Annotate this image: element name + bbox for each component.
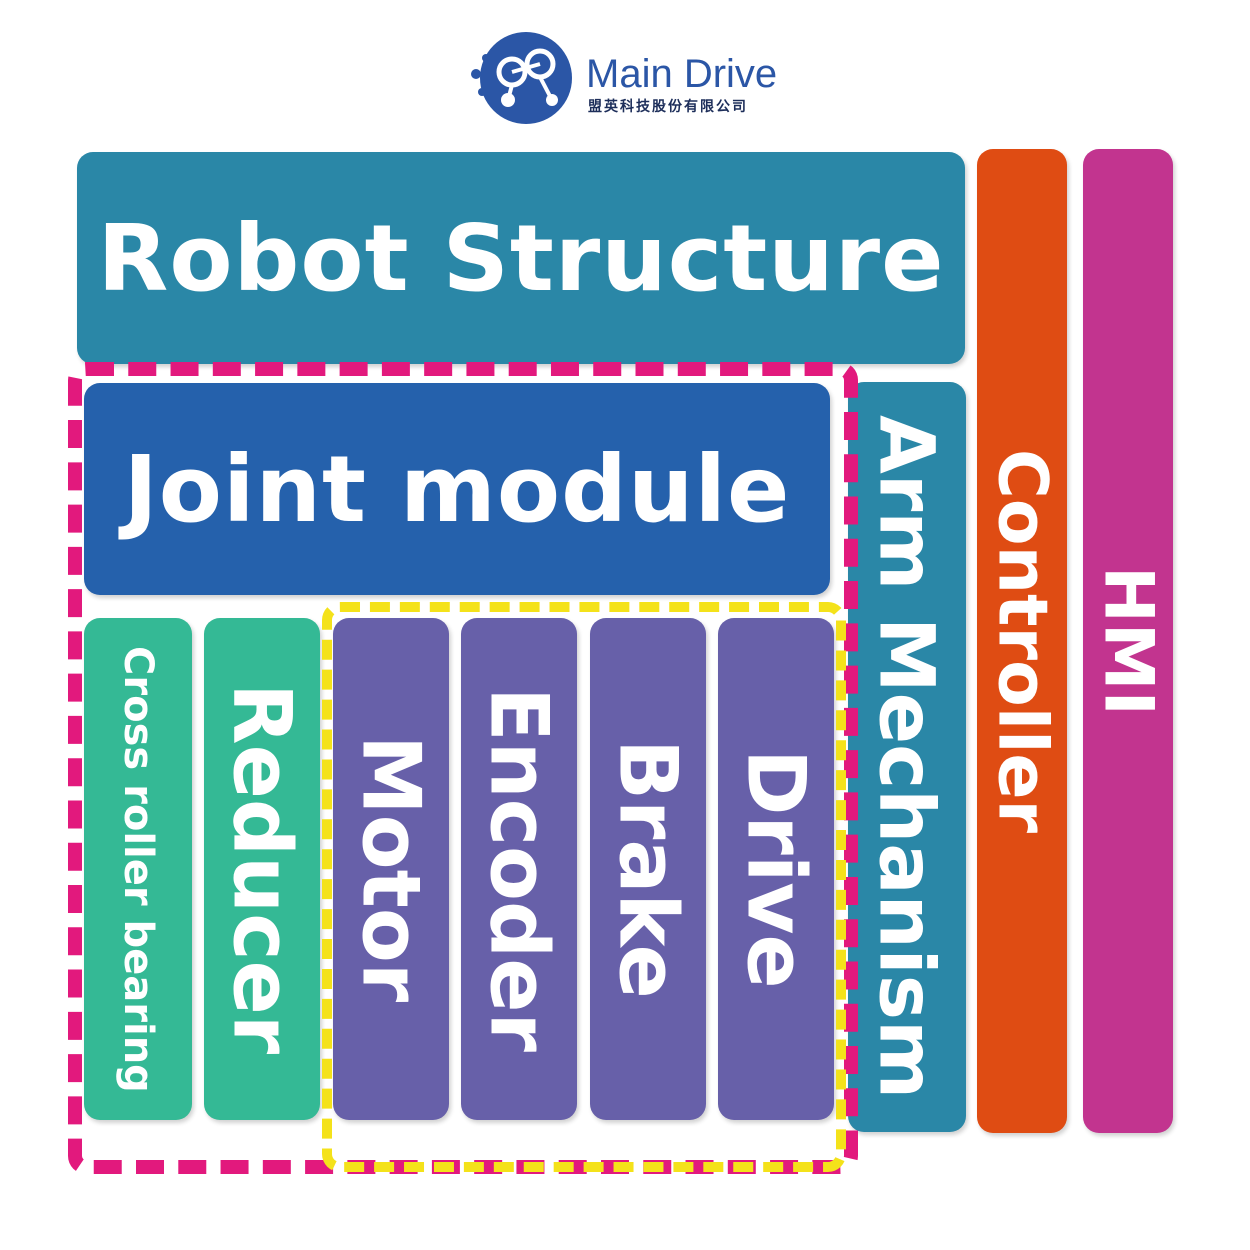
robot-structure-block: Robot Structure <box>77 152 965 364</box>
robot-structure-label: Robot Structure <box>97 204 945 312</box>
hmi-label: HMI <box>1088 566 1168 716</box>
logo-name: Main Drive <box>586 52 778 96</box>
logo-mark-icon <box>471 32 572 124</box>
encoder-label: Encoder <box>472 686 566 1052</box>
brake-label: Brake <box>601 739 695 999</box>
hmi-block: HMI <box>1083 149 1173 1133</box>
encoder-block: Encoder <box>461 618 577 1120</box>
reducer-block: Reducer <box>204 618 320 1120</box>
joint-module-block: Joint module <box>84 383 830 595</box>
arm-mechanism-block: Arm Mechanism <box>848 382 966 1132</box>
brake-block: Brake <box>590 618 706 1120</box>
arm-mechanism-label: Arm Mechanism <box>862 414 952 1100</box>
logo-subtitle: 盟英科技股份有限公司 <box>588 99 748 115</box>
drive-label: Drive <box>729 749 823 989</box>
motor-block: Motor <box>333 618 449 1120</box>
cross-roller-bearing-label: Cross roller bearing <box>115 645 161 1093</box>
reducer-label: Reducer <box>215 683 309 1055</box>
motor-label: Motor <box>344 735 438 1003</box>
controller-label: Controller <box>982 448 1062 834</box>
drive-block: Drive <box>718 618 834 1120</box>
controller-block: Controller <box>977 149 1067 1133</box>
joint-module-label: Joint module <box>123 435 791 543</box>
cross-roller-bearing-block: Cross roller bearing <box>84 618 192 1120</box>
main-drive-logo: Main Drive 盟英科技股份有限公司 <box>468 30 788 130</box>
